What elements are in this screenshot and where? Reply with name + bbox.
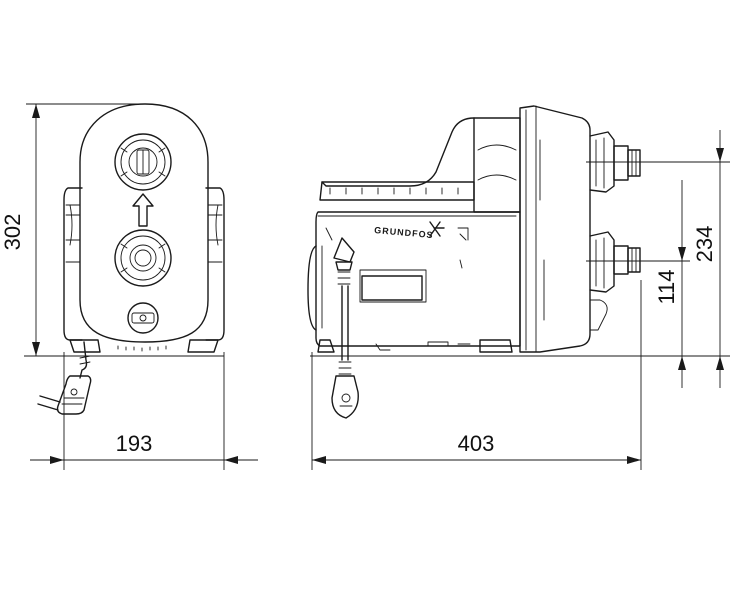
dimension-label-114: 114 [654,269,679,304]
outlet-port-front [114,133,172,191]
brand-label: GRUNDFOS [374,225,434,240]
pump-body-front [79,103,209,343]
side-view: GRUNDFOS [307,105,641,419]
dimension-inlet-height: 114 [586,180,690,388]
power-plug-front-icon [37,375,92,415]
front-view [37,103,225,415]
power-cable-side [341,285,349,361]
brand-logo-icon [429,221,445,237]
handle-side [321,117,521,187]
power-cable-front [79,341,88,379]
flow-arrow-icon [132,193,154,227]
dimension-side-length: 403 [311,280,642,470]
dimension-label-234: 234 [692,226,717,263]
pump-body-side [315,211,521,347]
pump-head-side [519,105,591,353]
dimension-front-height: 302 [0,103,142,356]
cable-gland-side [333,237,355,285]
control-panel-side [361,275,423,301]
drain-plug-icon [127,302,159,334]
base-side [317,339,513,353]
dimension-label-193: 193 [116,431,153,456]
dimension-front-width: 193 [30,352,258,470]
inlet-port-front [114,229,172,287]
power-plug-side-icon [331,375,359,419]
outlet-connector-side [589,131,641,193]
base-front [69,339,219,353]
dimension-label-403: 403 [458,431,495,456]
motor-housing-side [473,117,521,213]
inlet-connector-side [589,231,641,293]
dimension-label-302: 302 [0,214,25,251]
dimension-outlet-height: 234 [586,130,730,388]
